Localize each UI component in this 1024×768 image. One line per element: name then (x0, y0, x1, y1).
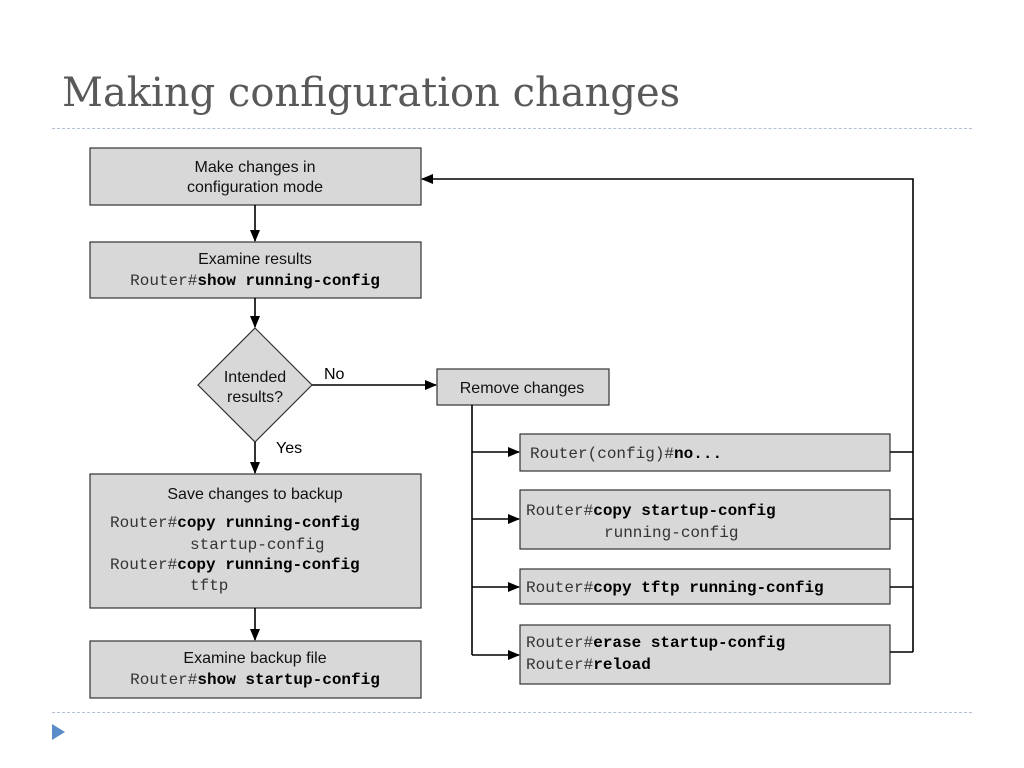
intended-results-decision: Intended results? (197, 327, 313, 443)
decision-line2: results? (227, 389, 283, 406)
yes-label: Yes (276, 440, 302, 457)
examine-backup-box: Examine backup file Router#show startup-… (89, 640, 422, 699)
examine-backup-heading: Examine backup file (183, 650, 326, 667)
option-reload-line: Router#reload (526, 656, 651, 674)
make-changes-box: Make changes in configuration mode (89, 147, 422, 206)
option-erase-reload-box: Router#erase startup-config Router#reloa… (519, 624, 891, 685)
return-loop-arrow (421, 174, 914, 652)
make-changes-line1: Make changes in (195, 159, 316, 176)
flow-connectors (250, 174, 914, 660)
title-divider (52, 128, 972, 129)
make-changes-line2: configuration mode (187, 179, 323, 196)
option-copy-startup-line1: Router#copy startup-config (526, 502, 776, 520)
option-copy-startup-line2: running-config (604, 524, 738, 542)
option-copy-startup-box: Router#copy startup-config running-confi… (519, 489, 891, 550)
slide-title: Making configuration changes (62, 70, 681, 116)
examine-backup-command: Router#show startup-config (130, 671, 380, 689)
save-backup-command1-cont: startup-config (190, 536, 324, 554)
option-erase-line: Router#erase startup-config (526, 634, 785, 652)
examine-results-box: Examine results Router#show running-conf… (89, 241, 422, 299)
decision-line1: Intended (224, 369, 286, 386)
save-backup-heading: Save changes to backup (167, 486, 342, 503)
save-backup-command2-cont: tftp (190, 577, 228, 595)
examine-results-heading: Examine results (198, 251, 312, 268)
footer-divider (52, 712, 972, 713)
remove-changes-label: Remove changes (460, 380, 585, 397)
save-backup-command2: Router#copy running-config (110, 556, 360, 574)
option-no-command-box: Router(config)#no... (519, 433, 891, 472)
footer-bullet-icon (52, 724, 65, 740)
option-copy-tftp-text: Router#copy tftp running-config (526, 579, 824, 597)
examine-results-command: Router#show running-config (130, 272, 380, 290)
no-label: No (324, 366, 345, 383)
option-no-command-text: Router(config)#no... (530, 445, 722, 463)
save-backup-command1: Router#copy running-config (110, 514, 360, 532)
remove-changes-box: Remove changes (436, 368, 610, 406)
save-backup-box: Save changes to backup Router#copy runni… (89, 473, 422, 609)
option-copy-tftp-box: Router#copy tftp running-config (519, 568, 891, 605)
